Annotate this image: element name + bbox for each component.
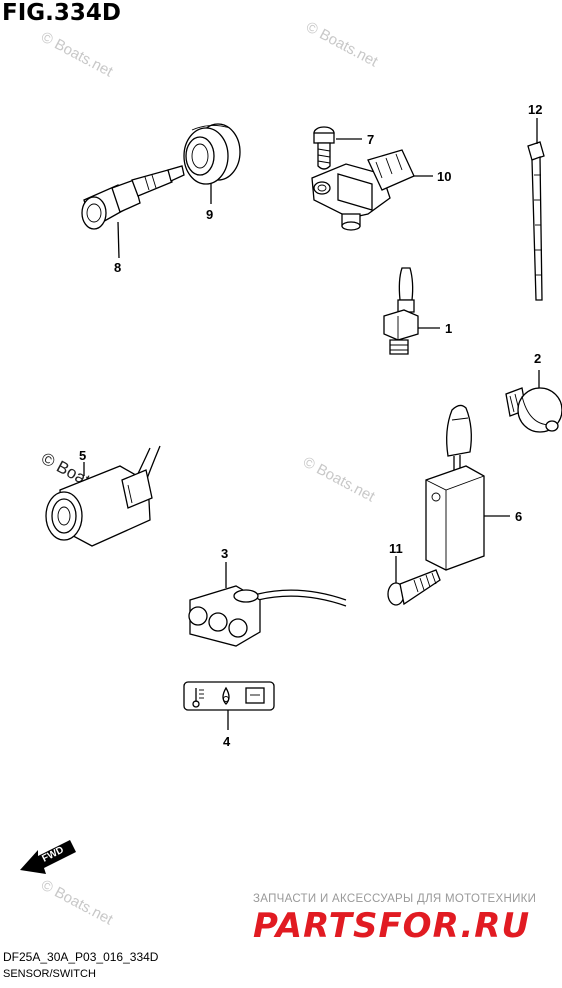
leader-line: [117, 221, 120, 259]
part-8-sensor-plug[interactable]: [81, 165, 185, 230]
figure-subtitle: SENSOR/SWITCH: [3, 968, 96, 980]
shop-logo: PARTSFOR.RU: [253, 906, 531, 946]
callout-12: 12: [528, 102, 542, 117]
forward-arrow-icon: FWD: [20, 840, 76, 874]
engine-icon: [245, 687, 265, 704]
part-1-temp-sensor[interactable]: [383, 267, 419, 355]
callout-8: 8: [114, 260, 121, 275]
part-4-decal[interactable]: [183, 681, 275, 711]
thermometer-icon: [192, 688, 204, 708]
part-9-grommet[interactable]: [183, 123, 241, 185]
part-2-knock-sensor[interactable]: [505, 387, 562, 433]
watermark: © Boats.net: [38, 877, 116, 929]
part-3-sensor-panel[interactable]: [188, 585, 347, 647]
part-10-map-sensor[interactable]: [311, 149, 415, 231]
callout-10: 10: [437, 169, 451, 184]
part-6-switch[interactable]: [425, 404, 485, 571]
callout-2: 2: [534, 351, 541, 366]
callout-11: 11: [389, 541, 403, 556]
part-5-coupler[interactable]: [45, 445, 161, 547]
oil-drop-icon: [222, 686, 230, 705]
callout-1: 1: [445, 321, 452, 336]
callout-3: 3: [221, 546, 228, 561]
figure-title: FIG.334D: [2, 0, 121, 26]
callout-6: 6: [515, 509, 522, 524]
callout-5: 5: [79, 448, 86, 463]
shop-tagline: ЗАПЧАСТИ И АКСЕССУАРЫ ДЛЯ МОТОТЕХНИКИ: [253, 893, 537, 905]
callout-7: 7: [367, 132, 374, 147]
callout-4: 4: [223, 734, 231, 749]
part-7-bolt[interactable]: [313, 126, 335, 170]
callout-9: 9: [206, 207, 213, 222]
figure-code: DF25A_30A_P03_016_334D: [3, 950, 159, 964]
part-11-bolt[interactable]: [387, 569, 441, 606]
watermark: © Boats.net: [303, 19, 381, 71]
watermark: © Boats.net: [38, 29, 116, 81]
part-12-cable-tie[interactable]: [527, 141, 545, 301]
watermark: © Boats.net: [300, 454, 378, 506]
